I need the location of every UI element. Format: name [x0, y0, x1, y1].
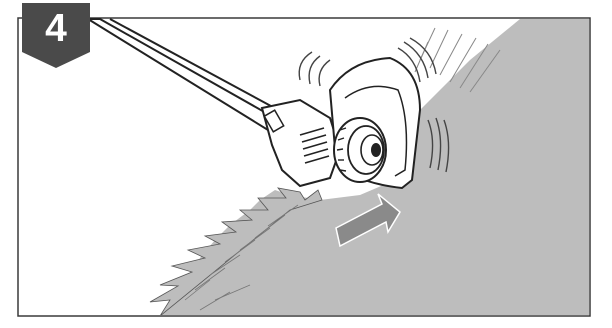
- step-number: 4: [22, 7, 90, 51]
